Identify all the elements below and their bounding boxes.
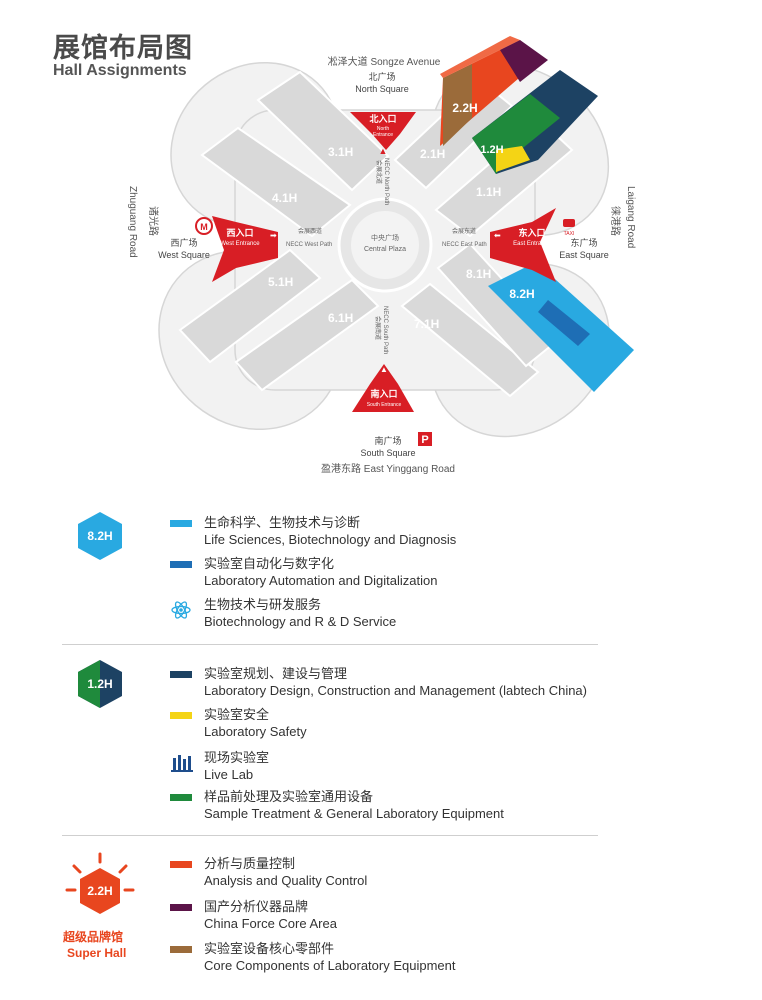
square-labels: 北广场 North Square 西广场 West Square 东广场 Eas… (158, 71, 609, 458)
svg-text:2.2H: 2.2H (87, 884, 112, 898)
north-entrance: 北入口 North Entrance ▲ (350, 112, 416, 156)
lab-icon (171, 755, 193, 772)
swatch-yellow (170, 712, 192, 719)
svg-text:8.2H: 8.2H (87, 529, 112, 543)
svg-text:南入口: 南入口 (370, 388, 397, 399)
south-square-en: South Square (360, 448, 415, 458)
hall-label-6-1: 6.1H (328, 311, 353, 325)
hall-label-8-1: 8.1H (466, 267, 491, 281)
super-hall-cn: 超级品牌馆 (63, 930, 124, 944)
taxi-icon: TAXI (563, 219, 575, 237)
metro-icon: M (195, 217, 213, 235)
svg-text:东入口: 东入口 (518, 227, 545, 238)
parking-icon: P (418, 432, 432, 446)
hall-label-2-1: 2.1H (420, 147, 445, 161)
south-square-cn: 南广场 (374, 435, 401, 446)
swatch-brown (170, 946, 192, 953)
super-hall-en: Super Hall (67, 946, 127, 960)
south-arrow-icon: ▲ (380, 365, 388, 374)
hall-label-3-1: 3.1H (328, 145, 353, 159)
swatch-navy (170, 671, 192, 678)
badge-1-2: 1.2H (78, 660, 122, 708)
hall-label-5-1: 5.1H (268, 275, 293, 289)
south-road: 盈港东路 East Yinggang Road (321, 462, 455, 475)
swatch-green (170, 794, 192, 801)
svg-text:South Entrance: South Entrance (367, 402, 402, 408)
svg-text:East Entrance: East Entrance (513, 241, 551, 247)
east-arrow-icon: ⬅ (494, 231, 501, 240)
page-subtitle: Hall Assignments (53, 62, 187, 79)
hall-8-2-label: 8.2H (509, 287, 534, 301)
west-square-cn: 西广场 (170, 237, 197, 248)
central-plaza-en: Central Plaza (364, 246, 406, 253)
svg-text:North: North (377, 126, 389, 132)
east-square-en: East Square (559, 250, 609, 260)
hall-map: 中央广场 Central Plaza 2.2H 1.2H 8.2H 1.1H 2… (127, 36, 636, 475)
west-path-en: NECC West Path (286, 242, 332, 248)
hall-label-1-1: 1.1H (476, 185, 501, 199)
east-path-en: NECC East Path (442, 242, 487, 248)
swatch-blue (170, 561, 192, 568)
hall-7-1 (400, 282, 540, 398)
divider (62, 644, 598, 645)
central-plaza: 中央广场 Central Plaza (337, 197, 433, 293)
svg-text:西入口: 西入口 (226, 228, 253, 238)
hall-6-1 (234, 278, 380, 392)
west-arrow-icon: ➡ (270, 231, 277, 240)
hall-5-1 (178, 248, 322, 364)
east-entrance: 东入口 East Entrance ⬅ (490, 208, 556, 282)
svg-text:TAXI: TAXI (564, 231, 575, 237)
hall-label-7-1: 7.1H (414, 317, 439, 331)
west-road-cn: 诸光路 (147, 206, 160, 236)
south-path-cn: 会展南道 (374, 316, 382, 340)
hall-label-4-1: 4.1H (272, 191, 297, 205)
west-road-en: Zhuguang Road (127, 186, 138, 258)
hall-8-2: 8.2H (488, 262, 634, 392)
page-title: 展馆布局图 (53, 33, 193, 63)
badge-8-2: 8.2H (78, 512, 122, 560)
hall-4-1 (200, 126, 352, 238)
east-path-cn: 会展东道 (452, 227, 476, 235)
hall-1-2: 1.2H (472, 70, 598, 174)
necc-paths: 会展西道 NECC West Path 会展东道 NECC East Path … (286, 158, 487, 354)
west-entrance: 西入口 West Entrance ➡ (212, 216, 278, 282)
east-road-cn: 徕港路 (609, 206, 622, 236)
road-labels: 凇泽大道 Songze Avenue 盈港东路 East Yinggang Ro… (127, 55, 636, 475)
svg-text:北入口: 北入口 (369, 113, 396, 124)
svg-text:M: M (200, 222, 208, 232)
atom-icon (171, 601, 191, 619)
svg-text:West Entrance: West Entrance (220, 241, 260, 247)
svg-text:Entrance: Entrance (373, 132, 393, 138)
north-arrow-icon: ▲ (379, 146, 388, 156)
badge-2-2-super: 2.2H (65, 852, 135, 914)
north-path-en: NECC North Path (383, 158, 389, 205)
hall-labels: 1.1H 2.1H 3.1H 4.1H 5.1H 6.1H 7.1H 8.1H (268, 145, 501, 331)
east-square-cn: 东广场 (570, 237, 597, 248)
hall-1-2-label: 1.2H (480, 144, 503, 156)
central-plaza-cn: 中央广场 (371, 233, 399, 242)
south-entrance: 南入口 South Entrance ▲ (352, 364, 414, 412)
divider (62, 835, 598, 836)
north-square-cn: 北广场 (368, 71, 395, 82)
east-road-en: Laigang Road (625, 186, 636, 248)
swatch-orange (170, 861, 192, 868)
south-path-en: NECC South Path (382, 306, 388, 354)
hall-3-1 (256, 70, 390, 192)
hall-2-2-label: 2.2H (452, 101, 477, 115)
north-square-en: North Square (355, 84, 409, 94)
north-road: 凇泽大道 Songze Avenue (328, 55, 441, 68)
swatch-lightblue (170, 520, 192, 527)
hall-2-2: 2.2H (440, 36, 548, 146)
west-path-cn: 会展西道 (298, 227, 322, 235)
svg-text:1.2H: 1.2H (87, 677, 112, 691)
svg-text:P: P (421, 434, 428, 446)
north-path-cn: 会展北道 (375, 160, 383, 184)
west-square-en: West Square (158, 250, 210, 260)
swatch-purple (170, 904, 192, 911)
